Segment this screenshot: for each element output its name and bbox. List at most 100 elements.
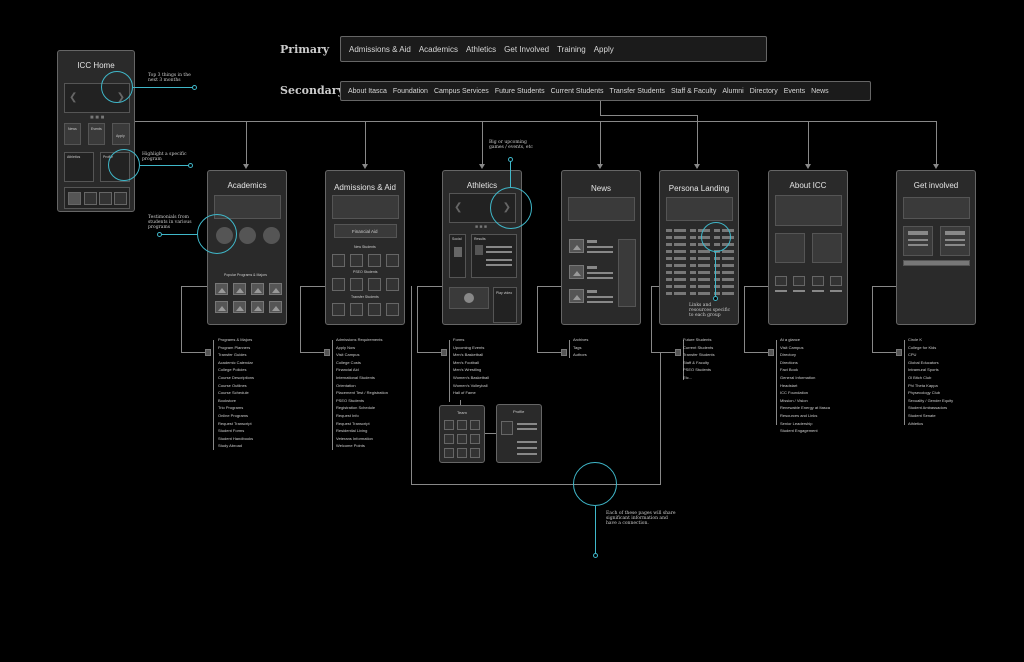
list-item[interactable]: Physecology Club: [908, 390, 941, 396]
list-item[interactable]: Course Descriptions: [218, 374, 255, 380]
link-box[interactable]: [830, 276, 842, 286]
list-item[interactable]: Student Ambassadors: [908, 405, 948, 411]
article-image-icon[interactable]: [569, 289, 584, 303]
chevron-left-icon[interactable]: ❮: [454, 202, 463, 213]
list-item[interactable]: Headstart: [780, 382, 798, 388]
list-item[interactable]: College Policies: [218, 367, 247, 373]
list-item[interactable]: Financial Aid: [336, 367, 359, 373]
option-box[interactable]: [350, 254, 363, 267]
link-box[interactable]: [775, 276, 787, 286]
play-icon[interactable]: [464, 293, 474, 303]
list-item[interactable]: Staff & Faculty: [683, 359, 709, 365]
list-item[interactable]: Etc...: [683, 374, 693, 380]
list-item[interactable]: Program Planners: [218, 344, 251, 350]
athletics-tile[interactable]: Athletics: [64, 152, 94, 182]
list-item[interactable]: Men's Football: [453, 359, 479, 365]
secondary-nav-item[interactable]: Campus Services: [433, 87, 489, 95]
list-item[interactable]: Senior Leadership: [780, 420, 813, 426]
player-avatar[interactable]: [457, 434, 467, 444]
wide-bar[interactable]: [903, 260, 970, 266]
photo-thumb[interactable]: [84, 192, 97, 205]
list-item[interactable]: Apply Now: [336, 344, 356, 350]
secondary-nav-item[interactable]: News: [811, 87, 829, 95]
secondary-nav-item[interactable]: Directory: [749, 87, 778, 95]
list-item[interactable]: Registration Schedule: [336, 405, 376, 411]
financial-aid-button[interactable]: Financial Aid: [334, 224, 397, 238]
list-item[interactable]: Fact Book: [780, 367, 799, 373]
club-card[interactable]: [903, 226, 933, 256]
player-avatar[interactable]: [457, 448, 467, 458]
secondary-nav-item[interactable]: Transfer Students: [609, 87, 665, 95]
option-box[interactable]: [368, 303, 381, 316]
list-item[interactable]: Trio Programs: [218, 405, 244, 411]
player-avatar[interactable]: [444, 420, 454, 430]
primary-nav-item[interactable]: Training: [557, 44, 586, 54]
list-item[interactable]: Current Students: [683, 344, 714, 350]
player-avatar[interactable]: [470, 434, 480, 444]
option-box[interactable]: [368, 278, 381, 291]
apply-tile[interactable]: Apply: [112, 123, 130, 145]
link-box[interactable]: [812, 276, 824, 286]
list-item[interactable]: Student Engagement: [780, 428, 818, 434]
list-item[interactable]: Circle K: [908, 337, 923, 342]
list-item[interactable]: Resources and Links: [780, 412, 818, 418]
list-item[interactable]: General Information: [780, 374, 816, 380]
list-item[interactable]: International Students: [336, 374, 375, 380]
secondary-nav-item[interactable]: Alumni: [722, 87, 744, 95]
article-image-icon[interactable]: [569, 265, 584, 279]
program-image-icon[interactable]: [251, 301, 264, 313]
list-item[interactable]: Women's Volleyball: [453, 382, 488, 388]
info-box[interactable]: [775, 233, 805, 263]
list-item[interactable]: Future Students: [683, 337, 712, 342]
program-image-icon[interactable]: [251, 283, 264, 295]
list-item[interactable]: Study Abroad: [218, 443, 243, 449]
list-item[interactable]: Phi Theta Kappa: [908, 382, 938, 388]
info-box[interactable]: [812, 233, 842, 263]
option-box[interactable]: [386, 303, 399, 316]
list-item[interactable]: Archives: [573, 337, 589, 342]
program-image-icon[interactable]: [215, 283, 228, 295]
list-item[interactable]: At a glance: [780, 337, 801, 342]
list-item[interactable]: Mission / Vision: [780, 397, 808, 403]
list-item[interactable]: PSEO Students: [336, 397, 365, 403]
facebook-icon[interactable]: [68, 192, 81, 205]
list-item[interactable]: PSEO Students: [683, 367, 712, 373]
list-item[interactable]: Directory: [780, 352, 797, 358]
list-item[interactable]: Visit Campus: [780, 344, 804, 350]
testimonial-avatar[interactable]: [239, 227, 256, 244]
list-item[interactable]: Student Forms: [218, 428, 245, 434]
primary-nav-item[interactable]: Apply: [593, 44, 614, 54]
list-item[interactable]: Programs & Majors: [218, 337, 253, 342]
social-box[interactable]: Social: [449, 234, 466, 278]
option-box[interactable]: [350, 303, 363, 316]
list-item[interactable]: Men's Basketball: [453, 352, 484, 358]
play-video-box[interactable]: Play video: [493, 287, 517, 323]
player-avatar[interactable]: [470, 448, 480, 458]
list-item[interactable]: Tags: [573, 344, 582, 350]
secondary-nav-item[interactable]: Foundation: [392, 87, 428, 95]
video-player[interactable]: [449, 287, 489, 309]
list-item[interactable]: Transfer Guides: [218, 352, 247, 358]
option-box[interactable]: [350, 278, 363, 291]
list-item[interactable]: Authors: [573, 352, 587, 358]
program-image-icon[interactable]: [269, 301, 282, 313]
list-item[interactable]: Transfer Students: [683, 352, 715, 358]
list-item[interactable]: Placement Test / Registration: [336, 390, 388, 396]
option-box[interactable]: [332, 254, 345, 267]
list-item[interactable]: Intramural Sports: [908, 367, 939, 373]
player-avatar[interactable]: [470, 420, 480, 430]
list-item[interactable]: Academic Calendar: [218, 359, 253, 365]
events-tile[interactable]: Events: [88, 123, 105, 145]
list-item[interactable]: Residential Living: [336, 428, 368, 434]
program-image-icon[interactable]: [215, 301, 228, 313]
list-item[interactable]: Women's Basketball: [453, 374, 490, 380]
option-box[interactable]: [332, 303, 345, 316]
list-item[interactable]: Forms: [453, 337, 465, 342]
testimonial-avatar[interactable]: [263, 227, 280, 244]
secondary-nav-item[interactable]: Future Students: [494, 87, 545, 95]
list-item[interactable]: Request Info: [336, 412, 359, 418]
news-tile[interactable]: News: [64, 123, 81, 145]
secondary-nav-item[interactable]: Current Students: [550, 87, 604, 95]
list-item[interactable]: Orientation: [336, 382, 356, 388]
secondary-nav-item[interactable]: About Itasca: [348, 87, 387, 95]
